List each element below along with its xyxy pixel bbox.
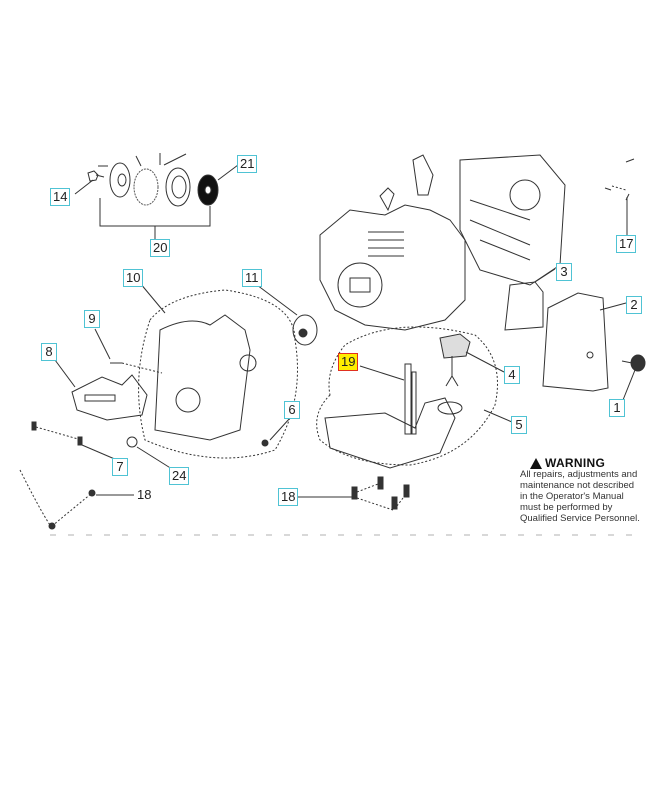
bushing-24	[126, 436, 138, 448]
callout-6[interactable]: 6	[284, 401, 300, 419]
callout-8[interactable]: 8	[41, 343, 57, 361]
callout-3[interactable]: 3	[556, 263, 572, 281]
callout-9[interactable]: 9	[84, 310, 100, 328]
warning-text: All repairs, adjustments and maintenance…	[520, 469, 640, 524]
callout-24[interactable]: 24	[169, 467, 190, 485]
air-filter-cover	[542, 292, 627, 392]
screws-17	[604, 158, 635, 235]
plate-8	[54, 359, 148, 421]
callout-7[interactable]: 7	[112, 458, 128, 476]
clutch	[256, 284, 318, 346]
callout-1[interactable]: 1	[609, 399, 625, 417]
warning-title: WARNING	[520, 457, 640, 469]
callout-18[interactable]: 18	[278, 488, 299, 506]
engine-cover	[459, 154, 566, 286]
callout-14[interactable]: 14	[50, 188, 71, 206]
callout-10[interactable]: 10	[123, 269, 144, 287]
fuel-tank-assembly	[316, 326, 513, 469]
callout-11[interactable]: 11	[242, 269, 262, 287]
faded-footer-text	[50, 534, 640, 536]
callout-5[interactable]: 5	[511, 416, 527, 434]
callout-19-highlighted[interactable]: 19	[338, 353, 359, 371]
warning-triangle-icon	[530, 458, 542, 469]
nut-6	[261, 439, 269, 447]
screws-7	[31, 421, 118, 461]
callout-17[interactable]: 17	[616, 235, 637, 253]
callout-21[interactable]: 21	[237, 155, 258, 173]
warning-notice: WARNING All repairs, adjustments and mai…	[520, 457, 640, 524]
starter-assembly	[74, 153, 243, 240]
engine	[319, 154, 466, 331]
fan-housing	[138, 282, 298, 459]
label-18-plain: 18	[137, 487, 152, 502]
bolt-9	[94, 328, 122, 364]
callout-2[interactable]: 2	[626, 296, 642, 314]
knob	[621, 354, 646, 401]
screws-18-left	[19, 469, 134, 530]
screws-18-right	[297, 476, 410, 511]
callout-20[interactable]: 20	[150, 239, 171, 257]
callout-4[interactable]: 4	[504, 366, 520, 384]
air-filter	[504, 281, 544, 331]
